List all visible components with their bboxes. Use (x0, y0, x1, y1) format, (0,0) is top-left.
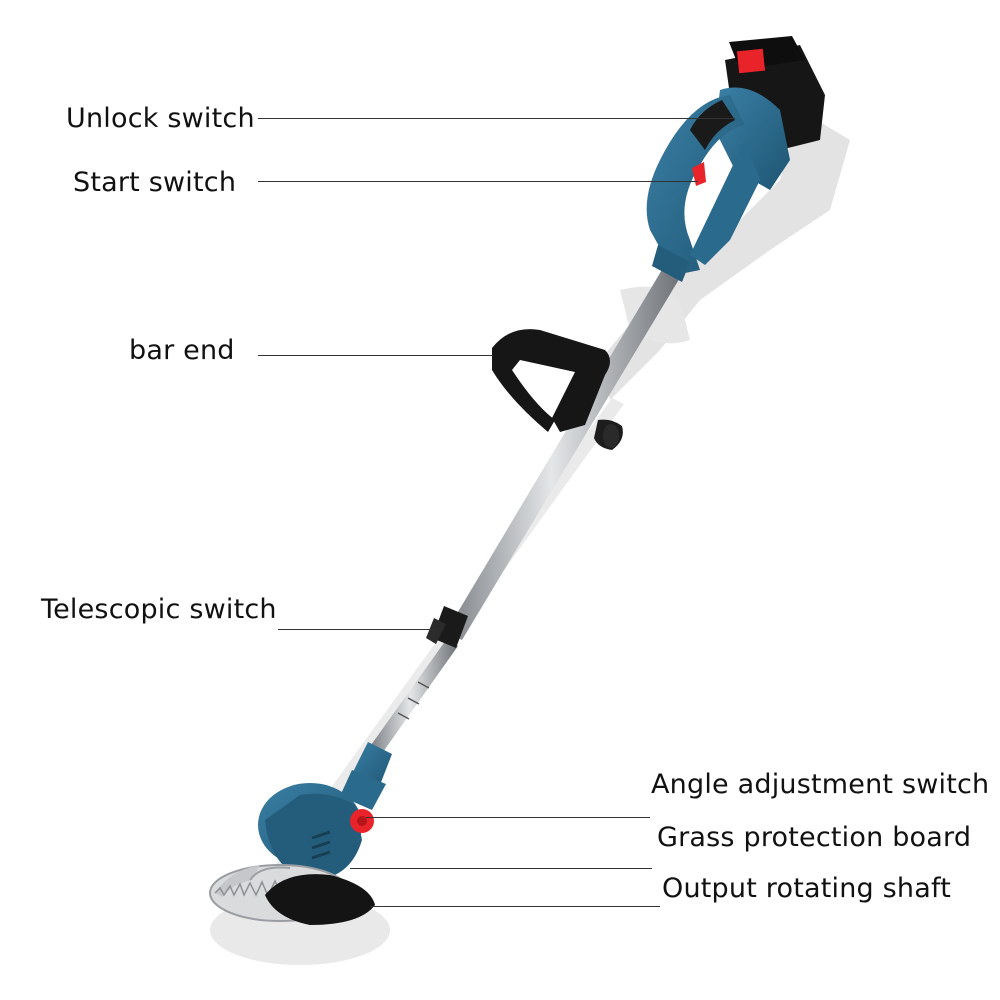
guard-and-blade (209, 864, 375, 925)
label-grass-protection-board: Grass protection board (657, 822, 972, 853)
leader-telescopic-switch (278, 629, 435, 630)
leader-start-switch (258, 181, 698, 182)
leader-grass-protection-board (350, 868, 652, 869)
label-output-rotating-shaft: Output rotating shaft (662, 873, 951, 904)
label-angle-adjustment-switch: Angle adjustment switch (651, 769, 990, 800)
label-bar-end: bar end (129, 335, 235, 366)
label-telescopic-switch: Telescopic switch (41, 594, 277, 625)
telescopic-collar (426, 606, 468, 648)
leader-output-rotating-shaft (370, 906, 660, 907)
leader-unlock-switch (258, 118, 735, 119)
label-unlock-switch: Unlock switch (66, 103, 255, 134)
motor-head (258, 742, 392, 880)
handle-assembly (646, 36, 825, 282)
leader-bar-end (258, 355, 493, 356)
bar-end-handle (492, 329, 623, 450)
label-start-switch: Start switch (73, 167, 237, 198)
main-shaft (371, 268, 681, 752)
leader-angle-adjustment-switch (366, 817, 650, 818)
